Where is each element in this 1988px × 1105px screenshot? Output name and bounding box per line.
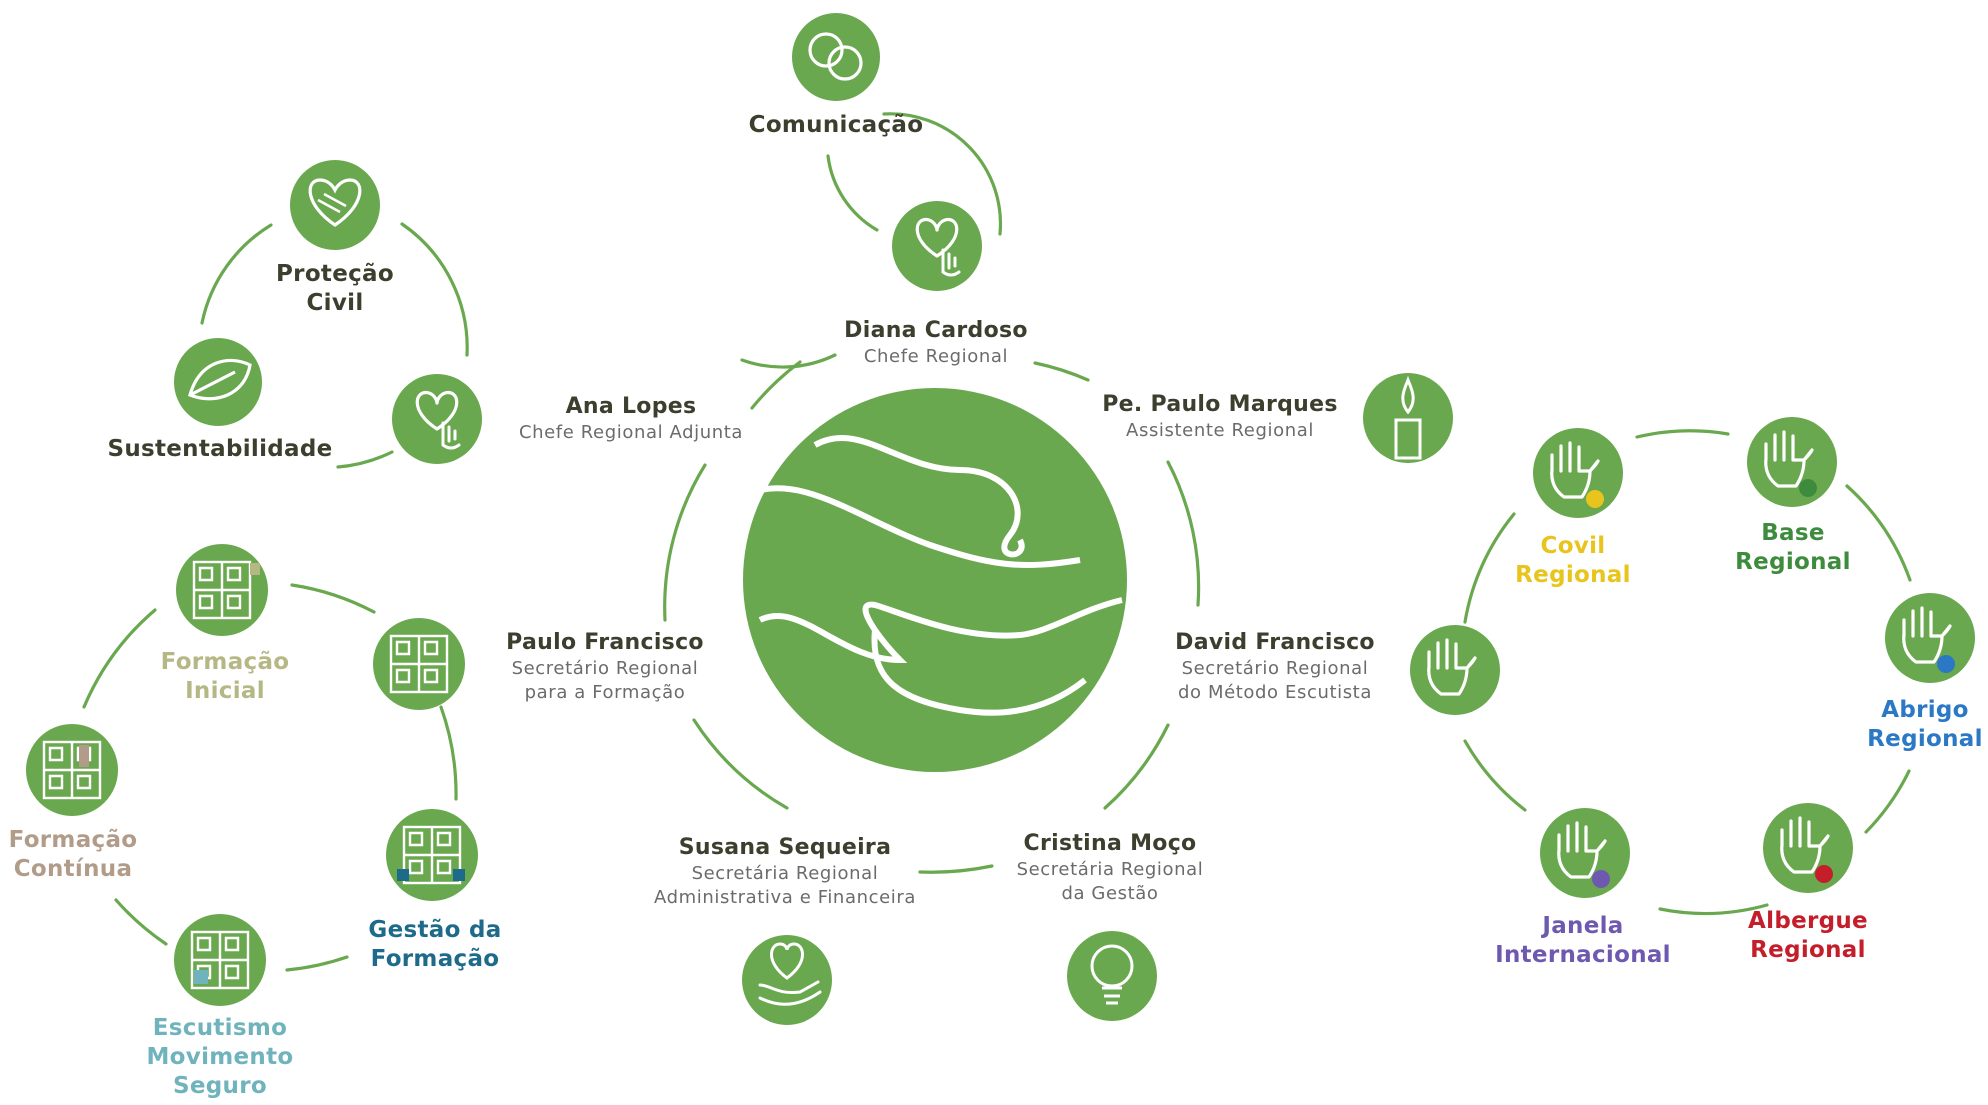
heart-hand-icon: [892, 201, 982, 291]
label-line: Regional: [1867, 726, 1983, 752]
label-covil-regional: Covil Regional: [1498, 532, 1648, 590]
label-line: Janela: [1542, 913, 1624, 939]
label-formacao-inicial: Formação Inicial: [150, 648, 300, 706]
raised-hand-icon: [1763, 803, 1853, 893]
label-line: Internacional: [1495, 942, 1671, 968]
label-protecao-civil: Proteção Civil: [255, 260, 415, 318]
label-line: Contínua: [13, 856, 133, 882]
leader-role: Chefe Regional: [863, 346, 1009, 367]
label-comunicacao: Comunicação: [748, 112, 924, 138]
leader-name: Paulo Francisco: [506, 630, 704, 655]
hands-puzzle-icon: [176, 544, 268, 636]
leader-role: do Método Escutista: [1178, 682, 1372, 703]
label-formacao-continua: Formação Contínua: [2, 826, 144, 884]
leader-diana: Diana Cardoso Chefe Regional: [836, 317, 1036, 369]
leader-role: Chefe Regional Adjunta: [518, 422, 744, 443]
leader-ana: Ana Lopes Chefe Regional Adjunta: [502, 393, 760, 445]
hands-puzzle-icon: [26, 724, 118, 816]
label-gestao-formacao: Gestão da Formação: [360, 916, 510, 974]
label-escutismo-movimento-seguro: Escutismo Movimento Seguro: [140, 1014, 300, 1101]
heart-handshake-icon: [290, 160, 380, 250]
globe-waves-icon: [743, 388, 1127, 772]
leader-role: Secretária Regional: [691, 863, 879, 884]
label-line: Seguro: [173, 1073, 267, 1099]
heart-hand-icon: [392, 374, 482, 464]
label-line: Regional: [1750, 937, 1866, 963]
leader-paulo-francisco: Paulo Francisco Secretário Regional para…: [490, 629, 720, 705]
leader-name: Susana Sequeira: [678, 835, 892, 860]
leader-role: Secretária Regional: [1016, 859, 1204, 880]
label-line: Formação: [370, 946, 500, 972]
raised-hand-icon: [1885, 593, 1975, 683]
leader-paulo-marques: Pe. Paulo Marques Assistente Regional: [1090, 391, 1350, 443]
leader-role: da Gestão: [1061, 883, 1159, 904]
label-albergue-regional: Albergue Regional: [1728, 907, 1888, 965]
label-line: Abrigo: [1881, 697, 1969, 723]
label-line: Movimento: [146, 1044, 294, 1070]
label-line: Formação: [160, 649, 290, 675]
raised-hand-icon: [1410, 625, 1500, 715]
label-abrigo-regional: Abrigo Regional: [1862, 696, 1988, 754]
leader-role: Secretário Regional: [1181, 658, 1369, 679]
raised-hand-icon: [1533, 428, 1623, 518]
leaf-icon: [174, 338, 262, 426]
hands-puzzle-icon: [386, 809, 478, 901]
leader-name: Cristina Moço: [1023, 831, 1197, 856]
speech-bubbles-icon: [792, 13, 880, 101]
hands-puzzle-icon: [174, 914, 266, 1006]
label-line: Escutismo: [152, 1015, 288, 1041]
hands-puzzle-icon: [373, 618, 465, 710]
label-janela-internacional: Janela Internacional: [1480, 912, 1686, 970]
heart-in-hand-icon: [742, 935, 832, 1025]
leader-name: Pe. Paulo Marques: [1102, 392, 1338, 417]
label-line: Regional: [1515, 562, 1631, 588]
label-line: Proteção: [276, 261, 394, 287]
leader-name: David Francisco: [1175, 630, 1375, 655]
label-line: Albergue: [1748, 908, 1868, 934]
leader-role: Secretário Regional: [511, 658, 699, 679]
raised-hand-icon: [1747, 417, 1837, 507]
leader-david: David Francisco Secretário Regional do M…: [1160, 629, 1390, 705]
label-sustentabilidade: Sustentabilidade: [107, 436, 333, 462]
label-line: Base: [1761, 520, 1825, 546]
lightbulb-icon: [1067, 931, 1157, 1021]
leader-role: Assistente Regional: [1126, 420, 1314, 441]
label-base-regional: Base Regional: [1718, 519, 1868, 577]
label-line: Inicial: [185, 678, 265, 704]
leader-name: Diana Cardoso: [844, 318, 1028, 343]
leader-cristina: Cristina Moço Secretária Regional da Ges…: [1000, 830, 1220, 906]
leader-susana: Susana Sequeira Secretária Regional Admi…: [640, 834, 930, 910]
leader-name: Ana Lopes: [565, 394, 697, 419]
connector-arcs: [82, 112, 1912, 972]
label-line: Covil: [1540, 533, 1606, 559]
label-line: Formação: [8, 827, 138, 853]
label-line: Regional: [1735, 549, 1851, 575]
leader-role: para a Formação: [524, 682, 686, 703]
leader-role: Administrativa e Financeira: [654, 887, 916, 908]
candle-icon: [1363, 373, 1453, 463]
label-line: Gestão da: [368, 917, 502, 943]
raised-hand-icon: [1540, 808, 1630, 898]
label-line: Civil: [306, 290, 364, 316]
